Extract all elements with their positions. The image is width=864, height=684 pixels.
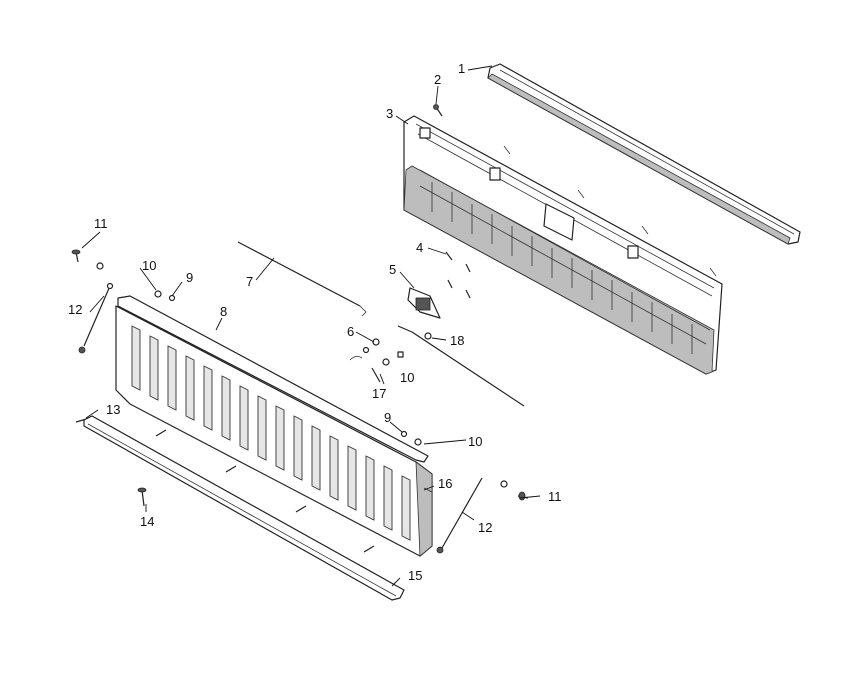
leader-lines [81, 65, 541, 587]
bolt-part-11-right [517, 491, 529, 501]
callout-9-upper: 9 [186, 270, 193, 285]
callout-1: 1 [458, 61, 465, 76]
latch-handle-assembly [407, 287, 441, 319]
callout-8: 8 [220, 304, 227, 319]
nut-part-9-left [168, 294, 176, 302]
callout-5: 5 [389, 262, 396, 277]
inner-tailgate-panel [403, 115, 723, 375]
screw-part-4 [445, 251, 471, 299]
outer-tailgate-panel [115, 295, 433, 557]
callout-3: 3 [386, 106, 393, 121]
release-rod-lower [397, 325, 525, 407]
bolt-part-11-left [71, 249, 81, 263]
callout-10-center: 10 [400, 370, 414, 385]
callout-12-left: 12 [68, 302, 82, 317]
callout-10-right: 10 [468, 434, 482, 449]
nut-part-9-right [400, 430, 408, 438]
top-cap-rail [487, 63, 801, 245]
callout-11-right: 11 [548, 489, 562, 504]
callout-18: 18 [450, 333, 464, 348]
callout-7: 7 [246, 274, 253, 289]
callout-15: 15 [408, 568, 422, 583]
callout-14: 14 [140, 514, 154, 529]
callout-10-left: 10 [142, 258, 156, 273]
callout-4: 4 [416, 240, 423, 255]
release-rod-upper [237, 241, 367, 317]
support-cable-part-12-right [436, 477, 483, 554]
callout-2: 2 [434, 72, 441, 87]
bolt-part-17 [371, 367, 381, 383]
bushing-part-10-center [382, 351, 404, 366]
end-cap-part-16 [423, 487, 433, 493]
callout-16: 16 [438, 476, 452, 491]
washer-part-10-left [96, 262, 162, 298]
nut-part-18 [424, 332, 432, 340]
bottom-channel [83, 415, 405, 601]
screw-part-2 [433, 104, 443, 117]
clip-part-6 [349, 338, 380, 361]
callout-12-right: 12 [478, 520, 492, 535]
callout-17: 17 [372, 386, 386, 401]
screws-part-14 [137, 429, 375, 553]
washer-part-10-right [414, 438, 508, 488]
callout-9-lower: 9 [384, 410, 391, 425]
callout-6: 6 [347, 324, 354, 339]
callout-11-left: 11 [94, 216, 108, 231]
callout-13: 13 [106, 402, 120, 417]
support-cable-part-12-left [78, 282, 114, 354]
